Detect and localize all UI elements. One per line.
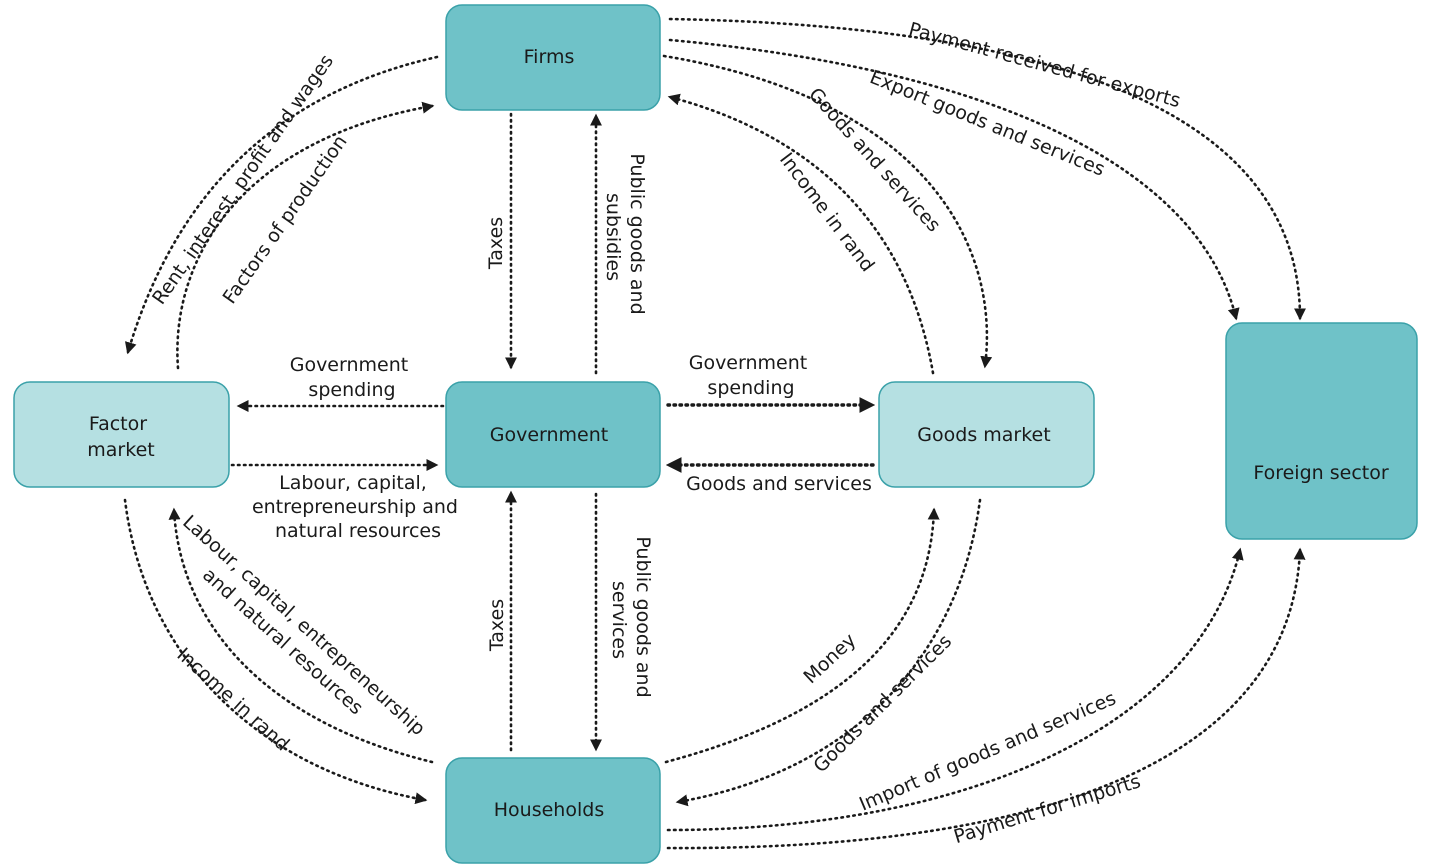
label-income-in-rand-bottom: Income in rand [173,644,294,756]
goods-market-label: Goods market [917,424,1050,446]
label-taxes-households: Taxes [486,599,508,652]
node-goods-market: Goods market [878,381,1095,488]
government-box [445,381,661,488]
households-label: Households [494,799,604,821]
flow-goods-services-firms-to-goods-market [662,54,993,369]
firms-label: Firms [524,46,575,68]
label-income-in-rand-top: Income in rand [775,149,879,276]
label-factors-of-production-line-1: Factors of production [219,131,352,308]
label-public-goods-services-line-1: Public goods and [632,536,654,697]
label-goods-services-mid: Goods and services [686,473,872,495]
node-households: Households [445,757,661,864]
flow-rent-interest-profit-wages [125,55,439,355]
label-labour-capital-left: Labour, capital, entrepreneurship and na… [252,472,464,542]
node-firms: Firms [445,4,661,111]
foreign-sector-label: Foreign sector [1253,462,1388,484]
label-money-line-1: Money [799,629,860,688]
government-label: Government [490,424,609,446]
label-government-spending-right-line-2: spending [707,377,794,399]
label-taxes-firms: Taxes [485,217,507,270]
flow-money-households-to-goods-market [664,507,940,764]
label-payment-for-imports-line-1: Payment for imports [951,770,1143,848]
label-factors-of-production: Factors of production [219,131,352,308]
label-public-goods-subsidies: Public goods and subsidies [602,153,648,320]
label-government-spending-left-line-2: spending [308,379,395,401]
factor-market-label: Factor market [87,413,154,461]
label-payment-for-imports: Payment for imports [951,770,1143,848]
factor-market-label-line-2: market [87,439,154,461]
households-box [445,757,661,864]
label-taxes-households-line-1: Taxes [486,599,508,652]
factor-market-box [13,381,230,488]
label-public-goods-services: Public goods and services [608,536,654,703]
label-public-goods-subsidies-line-1: Public goods and [626,153,648,314]
flow-payment-received-for-exports [668,17,1306,321]
label-government-spending-left: Government spending [290,354,415,401]
flow-import-goods-services [666,547,1244,832]
flow-income-in-rand-to-households [123,498,428,805]
flow-goods-services-goods-market-to-households [675,498,982,807]
label-public-goods-subsidies-line-2: subsidies [602,193,624,281]
label-labour-capital-bottom-line-1: Labour, capital, entrepreneurship [178,511,429,740]
node-foreign-sector: Foreign sector [1225,322,1418,540]
flow-factors-of-production [176,101,435,370]
foreign-sector-box [1225,322,1418,540]
flow-export-goods-services [668,38,1240,321]
label-labour-capital-bottom: Labour, capital, entrepreneurship and na… [161,511,434,764]
label-taxes-firms-line-1: Taxes [485,217,507,270]
label-money: Money [799,629,860,688]
label-labour-capital-left-line-2: entrepreneurship and [252,496,458,518]
flow-income-in-rand-goods-market-to-firms [667,93,935,375]
label-government-spending-left-line-1: Government [290,354,409,376]
label-income-in-rand-top-line-1: Income in rand [775,149,879,276]
label-labour-capital-left-line-1: Labour, capital, [279,472,427,494]
flow-labour-capital-households-to-factor-market [168,507,434,764]
firms-box [445,4,661,111]
node-factor-market: Factor market [13,381,230,488]
factor-market-label-line-1: Factor [89,413,147,435]
label-government-spending-right: Government spending [689,352,814,399]
label-government-spending-right-line-1: Government [689,352,808,374]
node-government: Government [445,381,661,488]
label-labour-capital-left-line-3: natural resources [275,520,441,542]
label-public-goods-services-line-2: services [608,581,630,659]
goods-market-box [878,381,1095,488]
label-income-in-rand-bottom-line-1: Income in rand [173,644,294,756]
flow-payment-for-imports [666,547,1306,850]
